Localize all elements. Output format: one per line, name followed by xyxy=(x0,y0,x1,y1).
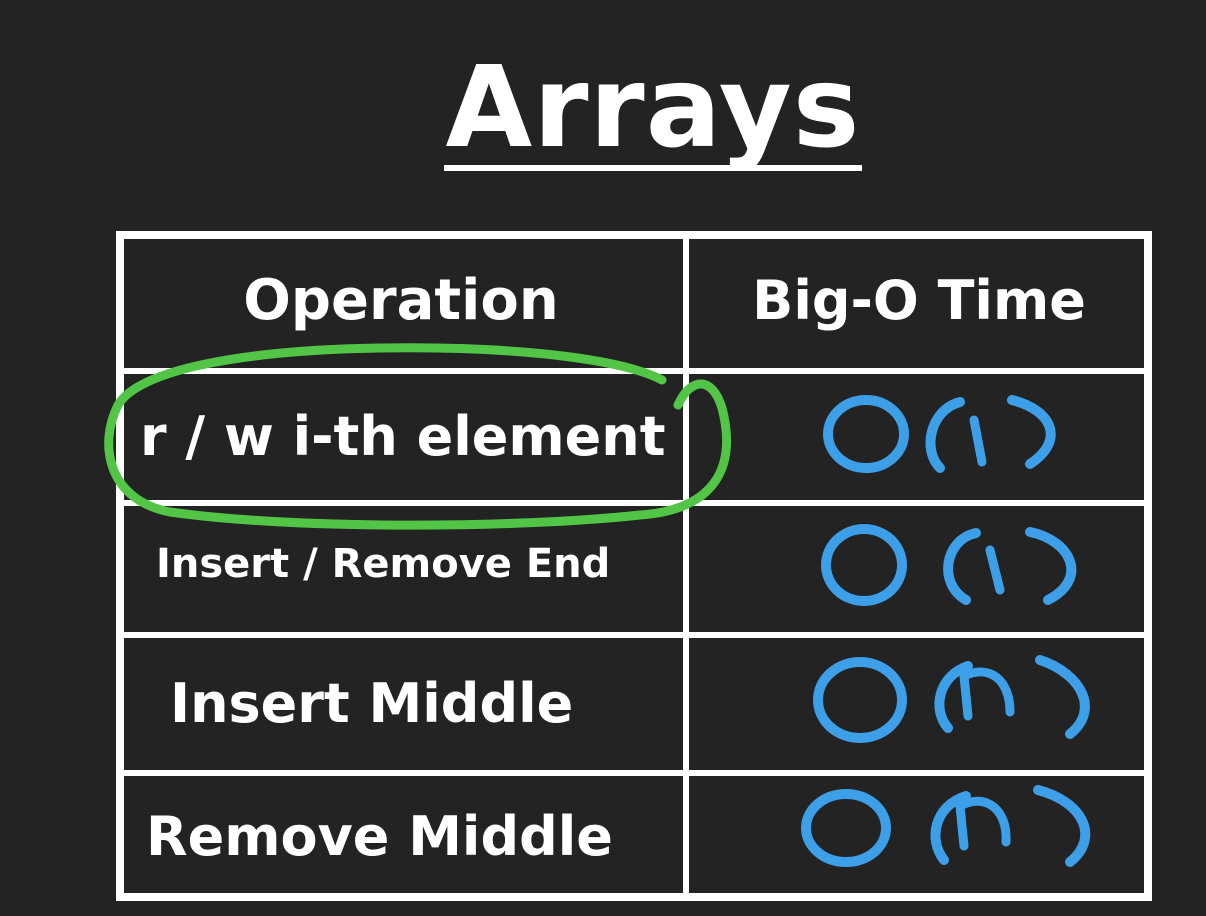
operation-cell: Insert Middle xyxy=(170,672,574,735)
operation-cell: Remove Middle xyxy=(146,805,613,868)
table-border xyxy=(116,231,1152,901)
complexity-table: Operation Big-O Time r / w i-th element … xyxy=(116,231,1152,901)
table-grid xyxy=(116,231,1152,901)
header-operation: Operation xyxy=(243,268,559,333)
operation-cell: r / w i-th element xyxy=(140,405,666,468)
operation-cell: Insert / Remove End xyxy=(156,541,611,587)
header-big-o-time: Big-O Time xyxy=(752,269,1086,332)
title-underline xyxy=(444,165,862,171)
page-title: Arrays xyxy=(445,43,861,173)
